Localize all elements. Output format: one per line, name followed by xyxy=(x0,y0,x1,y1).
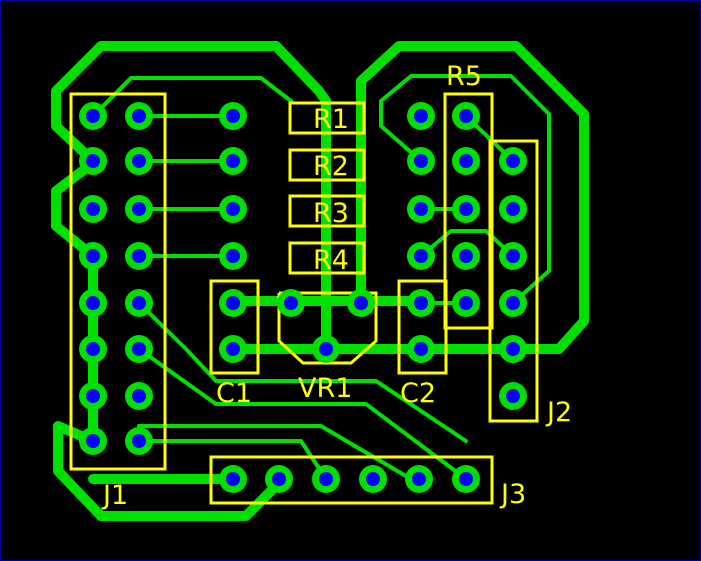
j1-pin-a5-drill xyxy=(86,296,100,310)
j3-pin-2-drill xyxy=(272,472,286,486)
r-right-pad-3-drill xyxy=(414,202,428,216)
r5-pad-1-drill xyxy=(459,109,473,123)
r-right-pad-4-drill xyxy=(414,249,428,263)
r5-pad-2-drill xyxy=(459,154,473,168)
trace-j1-j3-a xyxy=(137,347,468,481)
power-traces xyxy=(51,41,589,521)
j3-outline xyxy=(209,455,494,505)
r5-pad-4-drill xyxy=(459,249,473,263)
c1-label: C1 xyxy=(216,378,252,409)
r2-label: R2 xyxy=(313,151,349,182)
c2-outline xyxy=(397,279,448,375)
c1-pad-2-drill xyxy=(226,342,240,356)
j2-label: J2 xyxy=(545,397,572,428)
c2-label: C2 xyxy=(400,378,436,409)
resistor-pad-2-drill xyxy=(226,154,240,168)
j2-pin-1-drill xyxy=(506,154,520,168)
j1-pin-a6-drill xyxy=(86,342,100,356)
j3-pin-4-drill xyxy=(366,472,380,486)
j1-pin-b4-drill xyxy=(132,249,146,263)
trace-j1-j3-b xyxy=(137,301,468,443)
vr1-outline xyxy=(277,291,378,365)
j1-pin-a8-drill xyxy=(86,434,100,448)
c2-pad-2-drill xyxy=(414,342,428,356)
r-right-pad-2-drill xyxy=(414,154,428,168)
r3-outline xyxy=(288,194,366,228)
vr1-pad-3-drill xyxy=(319,342,333,356)
j1-label: J1 xyxy=(101,480,128,511)
j2-pin-4-drill xyxy=(506,296,520,310)
silkscreen xyxy=(69,92,539,505)
j3-label: J3 xyxy=(499,479,526,510)
r5-outline xyxy=(443,92,494,330)
resistor-pad-3-drill xyxy=(226,202,240,216)
trace-r5-loop xyxy=(379,74,551,305)
c1-outline xyxy=(209,279,260,375)
c2-pad-1-drill xyxy=(414,296,428,310)
j2-pin-6-drill xyxy=(506,389,520,403)
trace-j1-top xyxy=(91,76,293,118)
j1-pin-b1-drill xyxy=(132,109,146,123)
vr1-pad-1-drill xyxy=(284,296,298,310)
trace-j1-j3-c xyxy=(137,439,328,481)
vr1-pad-2-drill xyxy=(354,296,368,310)
j1-pin-a2-drill xyxy=(86,154,100,168)
j1-pin-b7-drill xyxy=(132,389,146,403)
j2-outline xyxy=(488,139,539,423)
j2-pin-3-drill xyxy=(506,249,520,263)
resistor-pad-4-drill xyxy=(226,249,240,263)
r5-pad-3-drill xyxy=(459,202,473,216)
j2-pin-2-drill xyxy=(506,202,520,216)
j3-pin-6-drill xyxy=(459,472,473,486)
trace-outer-left xyxy=(51,41,286,521)
r1-outline xyxy=(288,101,366,135)
trace-j1-j3-d xyxy=(137,424,413,481)
j1-pin-b3-drill xyxy=(132,202,146,216)
r5-label: R5 xyxy=(446,61,482,92)
j1-pin-a4-drill xyxy=(86,249,100,263)
j1-pin-a7-drill xyxy=(86,389,100,403)
j3-pin-3-drill xyxy=(319,472,333,486)
r2-outline xyxy=(288,148,366,182)
j1-pin-b6-drill xyxy=(132,342,146,356)
j3-pin-1-drill xyxy=(226,472,240,486)
j1-pin-b2-drill xyxy=(132,154,146,168)
r-right-pad-1-drill xyxy=(414,109,428,123)
j1-outline xyxy=(69,92,167,471)
r3-label: R3 xyxy=(313,198,349,229)
j1-pin-a1-drill xyxy=(86,109,100,123)
trace-outer-right xyxy=(356,41,589,354)
j1-pin-b5-drill xyxy=(132,296,146,310)
vr1-label: VR1 xyxy=(298,373,352,404)
j1-pin-b8-drill xyxy=(132,434,146,448)
r4-outline xyxy=(288,241,366,275)
pads xyxy=(79,102,527,493)
r1-label: R1 xyxy=(313,104,349,135)
trace-r4-c2 xyxy=(419,229,515,258)
r5-pad-5-drill xyxy=(459,296,473,310)
resistor-pad-1-drill xyxy=(226,109,240,123)
r4-label: R4 xyxy=(313,245,349,276)
j2-pin-5-drill xyxy=(506,342,520,356)
j3-pin-5-drill xyxy=(412,472,426,486)
labels: R1 R2 R3 R4 R5 C1 C2 VR1 J1 J2 J3 xyxy=(101,61,572,511)
c1-pad-1-drill xyxy=(226,296,240,310)
j1-pin-a3-drill xyxy=(86,202,100,216)
